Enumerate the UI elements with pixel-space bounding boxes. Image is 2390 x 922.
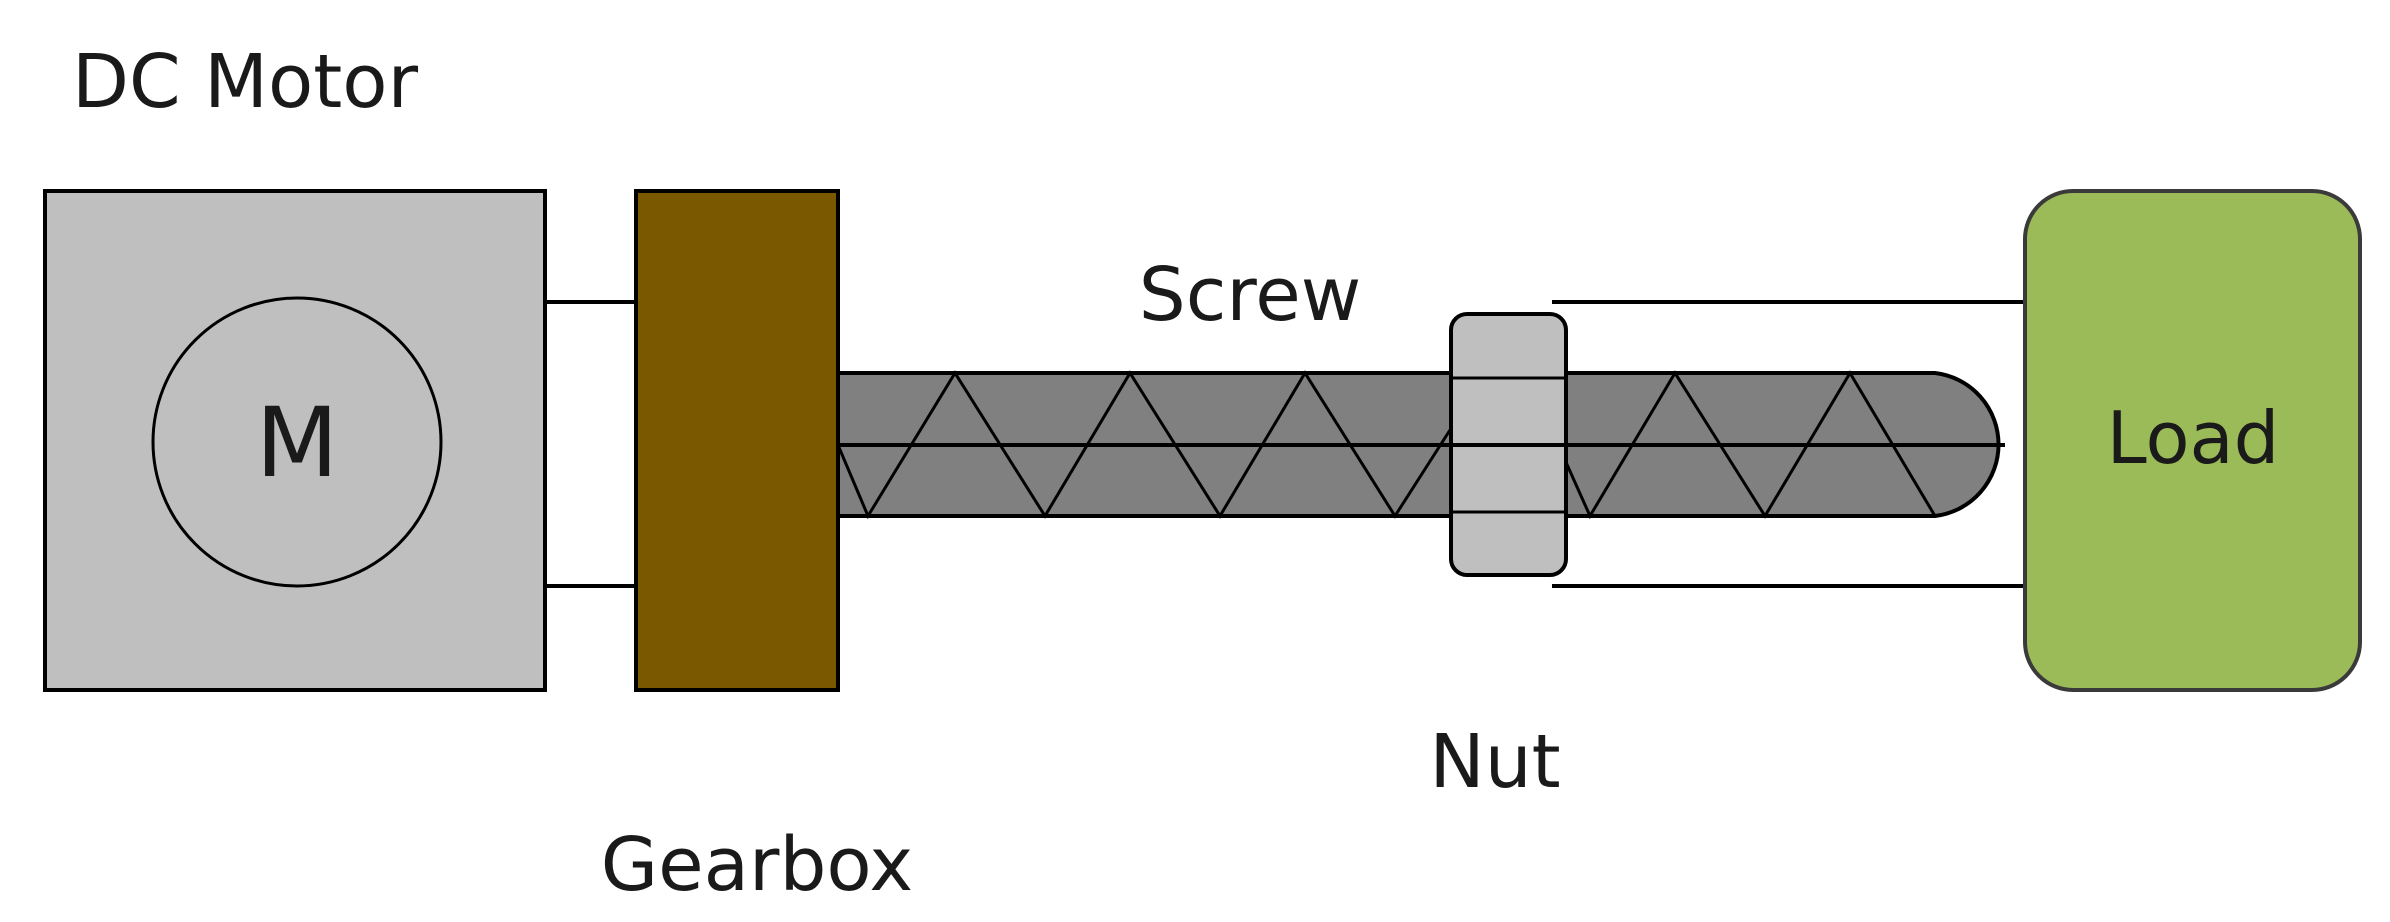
screw <box>836 370 2005 520</box>
dc-motor-label: DC Motor <box>72 39 419 125</box>
nut-label: Nut <box>1429 719 1560 805</box>
gearbox-label: Gearbox <box>601 822 913 908</box>
screw-label: Screw <box>1139 252 1362 338</box>
load: Load <box>2023 189 2362 692</box>
screw-thread <box>836 370 1452 520</box>
load-block <box>2023 189 2362 692</box>
load-label: Load <box>2107 396 2280 480</box>
screw-thread-right <box>1563 370 1937 520</box>
motor-housing <box>43 189 547 692</box>
nut <box>1449 312 1568 577</box>
gearbox <box>634 189 840 692</box>
dc-motor: M <box>43 189 547 692</box>
motor-symbol-label: M <box>256 387 339 499</box>
motor-symbol-circle <box>151 296 443 588</box>
